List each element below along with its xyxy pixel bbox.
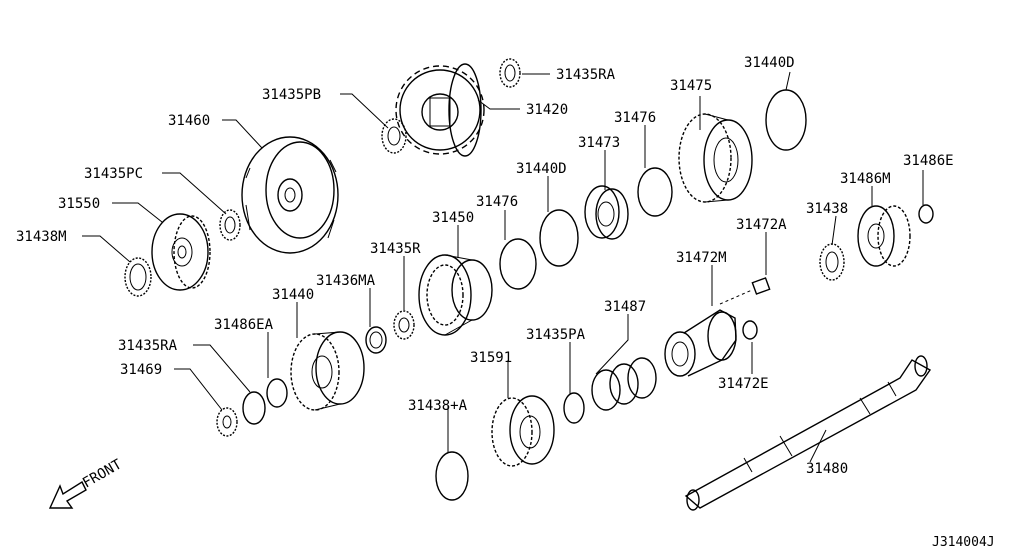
label-31435RA-top: 31435RA xyxy=(556,67,616,83)
part-31469-small-gear xyxy=(216,407,238,437)
label-31480: 31480 xyxy=(806,461,848,477)
part-31473-bearing xyxy=(584,185,629,240)
part-31435PB-washer xyxy=(381,118,407,154)
label-31473: 31473 xyxy=(578,135,620,151)
label-31438A: 31438+A xyxy=(408,398,468,414)
label-31438: 31438 xyxy=(806,201,848,217)
part-31472A-bolt xyxy=(719,277,771,305)
part-31472M-hub xyxy=(664,309,737,377)
part-31438-washer xyxy=(819,243,845,281)
label-31475: 31475 xyxy=(670,78,712,94)
front-label: FRONT xyxy=(80,456,125,491)
label-31435R: 31435R xyxy=(370,241,421,257)
part-31440-carrier xyxy=(290,331,365,411)
label-31440D-top: 31440D xyxy=(744,55,795,71)
part-31436MA-ring xyxy=(365,326,387,354)
label-31460: 31460 xyxy=(168,113,210,129)
part-31440D-mid-snap-ring xyxy=(539,209,579,267)
part-31480-main-shaft xyxy=(684,355,932,511)
part-31472E-plug xyxy=(742,320,758,340)
part-31435RA-low-washer xyxy=(242,391,266,425)
part-labels: 31435PB 31420 31435RA 31475 31440D 31460… xyxy=(16,55,954,477)
label-31486EA: 31486EA xyxy=(214,317,274,333)
front-arrow-icon xyxy=(48,480,87,509)
label-31487: 31487 xyxy=(604,299,646,315)
label-31435RA-low: 31435RA xyxy=(118,338,178,354)
label-31440D-mid: 31440D xyxy=(516,161,567,177)
leader-lines xyxy=(82,71,924,463)
label-31435PA: 31435PA xyxy=(526,327,586,343)
label-31486E: 31486E xyxy=(903,153,954,169)
label-31472M: 31472M xyxy=(676,250,727,266)
label-31472E: 31472E xyxy=(718,376,769,392)
part-31460-drum xyxy=(241,136,339,254)
label-31469: 31469 xyxy=(120,362,162,378)
part-31486EA-snap-ring xyxy=(266,378,288,408)
part-31440D-top-snap-ring xyxy=(765,89,807,151)
label-31440: 31440 xyxy=(272,287,314,303)
label-31435PB: 31435PB xyxy=(262,87,321,103)
label-31476-mid: 31476 xyxy=(476,194,518,210)
label-31450: 31450 xyxy=(432,210,474,226)
part-31435PC-washer xyxy=(219,209,241,241)
label-31591: 31591 xyxy=(470,350,512,366)
label-31550: 31550 xyxy=(58,196,100,212)
label-31420: 31420 xyxy=(526,102,568,118)
label-31436MA: 31436MA xyxy=(316,273,376,289)
label-31438M: 31438M xyxy=(16,229,67,245)
part-31435PA-washer xyxy=(563,392,585,424)
part-31450-internal-gear xyxy=(418,254,493,336)
diagram-code: J314004J xyxy=(932,535,995,550)
part-31475-gear xyxy=(678,113,753,203)
label-31486M: 31486M xyxy=(840,171,891,187)
part-31435R-washer xyxy=(393,310,415,340)
part-31476-top-snap-ring xyxy=(637,167,673,217)
part-31487-seal-rings xyxy=(591,357,657,411)
part-31438A-washer xyxy=(435,451,469,501)
label-31435PC: 31435PC xyxy=(84,166,143,182)
part-31550-gear xyxy=(151,213,211,291)
part-31435RA-top-washer xyxy=(499,58,521,88)
label-31472A: 31472A xyxy=(736,217,787,233)
part-31420-sprocket xyxy=(395,63,485,157)
part-31476-mid-snap-ring xyxy=(499,238,537,290)
part-31486M-gear xyxy=(857,205,911,267)
part-31486E-snap-ring xyxy=(918,204,934,224)
part-31438M-washer xyxy=(124,257,152,297)
front-direction-indicator: FRONT xyxy=(48,456,125,509)
part-31591-gear xyxy=(491,395,555,467)
label-31476-top: 31476 xyxy=(614,110,656,126)
